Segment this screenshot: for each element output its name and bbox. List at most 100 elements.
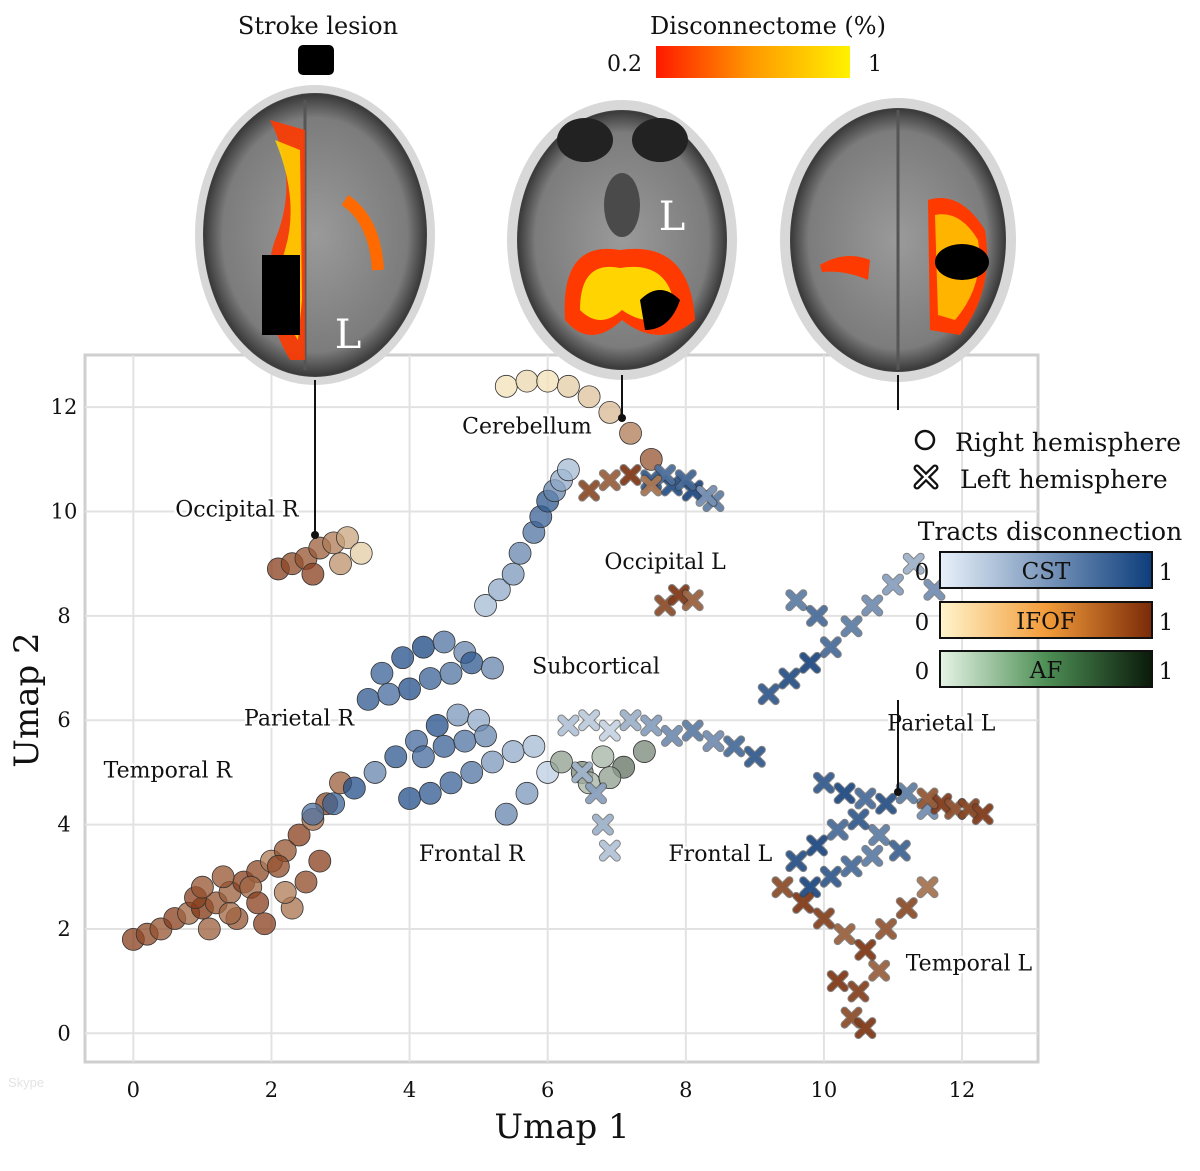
hemisphere-legend: Right hemisphere Left hemisphere <box>913 428 1181 494</box>
marker-right-ifof <box>190 875 214 899</box>
marker-right-cst <box>418 781 442 805</box>
marker-left-ifof <box>619 464 642 487</box>
marker-right-cst <box>432 734 456 758</box>
region-label: Occipital R <box>175 498 300 523</box>
region-label: Parietal L <box>887 712 995 737</box>
x-tick-label: 6 <box>541 1078 554 1102</box>
marker-right-cst <box>356 687 380 711</box>
marker-left-cst <box>578 709 601 732</box>
marker-left-cst <box>598 839 621 862</box>
marker-right-cst <box>474 724 497 748</box>
side-marker-l-brain1: L <box>335 312 362 358</box>
marker-left-cst <box>840 615 863 638</box>
y-tick-label: 4 <box>57 813 70 837</box>
y-tick-label: 2 <box>57 917 70 941</box>
marker-right-ifof <box>349 541 373 565</box>
marker-left-cst <box>660 724 683 747</box>
side-marker-l-brain2: L <box>659 194 686 240</box>
ifof-max: 1 <box>1159 610 1174 636</box>
marker-left-cst <box>875 792 898 815</box>
marker-right-cst <box>494 802 518 826</box>
x-tick-label: 12 <box>949 1078 976 1102</box>
marker-right-ifof <box>294 870 318 894</box>
marker-right-ifof <box>308 849 332 873</box>
marker-left-ifof <box>971 803 994 826</box>
marker-left-cst <box>840 855 863 878</box>
marker-right-ifof <box>336 526 359 550</box>
marker-right-cst <box>515 781 539 805</box>
marker-right-cst <box>439 771 463 795</box>
region-label: Frontal R <box>419 842 526 867</box>
disconnectome-colorbar <box>656 46 850 78</box>
marker-left-cst <box>902 552 925 575</box>
marker-right-ifof <box>211 865 235 889</box>
marker-right-cst <box>301 802 325 826</box>
marker-left-cst <box>881 573 904 596</box>
marker-right-cst <box>411 635 435 659</box>
marker-left-ifof <box>916 876 939 899</box>
marker-right-cst <box>363 761 387 784</box>
marker-left-cst <box>799 651 822 674</box>
marker-left-ifof <box>833 923 856 946</box>
marker-left-cst <box>785 589 808 612</box>
marker-left-cst <box>557 714 580 737</box>
marker-left-cst <box>695 484 718 507</box>
region-label: Occipital L <box>604 550 726 575</box>
marker-left-ifof <box>792 891 815 914</box>
region-label: Temporal L <box>906 952 1033 977</box>
marker-right-cst <box>384 745 408 769</box>
marker-right-cst <box>322 792 346 816</box>
x-tick-label: 8 <box>679 1078 692 1102</box>
tracts-legend: Tracts disconnection 0 CST 1 0 IFOF 1 0 … <box>915 517 1182 688</box>
marker-right-ifof <box>301 562 325 586</box>
y-tick-label: 12 <box>51 395 78 419</box>
cst-label: CST <box>1022 559 1071 585</box>
marker-right-cst <box>522 734 546 758</box>
circle-marker-icon <box>914 429 936 451</box>
marker-left-ifof <box>854 1017 877 1040</box>
ifof-colorbar <box>939 601 1153 639</box>
marker-left-ifof <box>916 787 939 810</box>
marker-left-cst <box>819 636 842 659</box>
marker-left-cst <box>861 844 884 867</box>
marker-left-cst <box>743 745 766 768</box>
legend-right-hemisphere: Right hemisphere <box>955 428 1181 457</box>
marker-left-cst <box>819 865 842 888</box>
marker-right-cst <box>481 750 504 774</box>
marker-right-af <box>632 740 656 763</box>
y-tick-label: 10 <box>51 500 78 524</box>
brain-slice-axial-1: L <box>195 85 435 385</box>
lesion-swatch <box>298 45 334 75</box>
marker-right-ifof <box>494 374 518 398</box>
marker-right-cst <box>377 682 401 706</box>
marker-right-ifof <box>197 917 221 941</box>
marker-right-cst <box>391 646 415 670</box>
marker-right-ifof <box>619 421 642 445</box>
region-label: Temporal R <box>104 759 234 784</box>
y-tick-label: 0 <box>57 1021 70 1045</box>
marker-left-ifof <box>854 938 877 961</box>
x-axis-label: Umap 1 <box>494 1107 629 1147</box>
marker-right-cst <box>418 667 442 690</box>
marker-left-ifof <box>895 897 918 920</box>
watermark: Skype <box>8 1075 44 1090</box>
marker-left-cst <box>895 782 918 805</box>
region-label: Subcortical <box>532 654 660 679</box>
cst-min: 0 <box>915 560 930 586</box>
disconnectome-colorbar-min: 0.2 <box>607 52 642 77</box>
brain-slice-axial-2: L <box>507 100 737 380</box>
marker-right-ifof <box>329 552 352 576</box>
y-tick-label: 8 <box>57 604 70 628</box>
marker-left-cst <box>854 787 877 810</box>
marker-left-ifof <box>875 917 898 940</box>
marker-right-cst <box>453 729 477 753</box>
marker-left-ifof <box>640 474 663 497</box>
marker-left-cst <box>723 735 746 758</box>
cross-marker-icon <box>913 464 939 490</box>
region-label: Cerebellum <box>462 414 592 439</box>
marker-left-cst <box>778 667 801 690</box>
marker-right-cst <box>370 661 394 685</box>
marker-right-ifof <box>266 854 290 878</box>
